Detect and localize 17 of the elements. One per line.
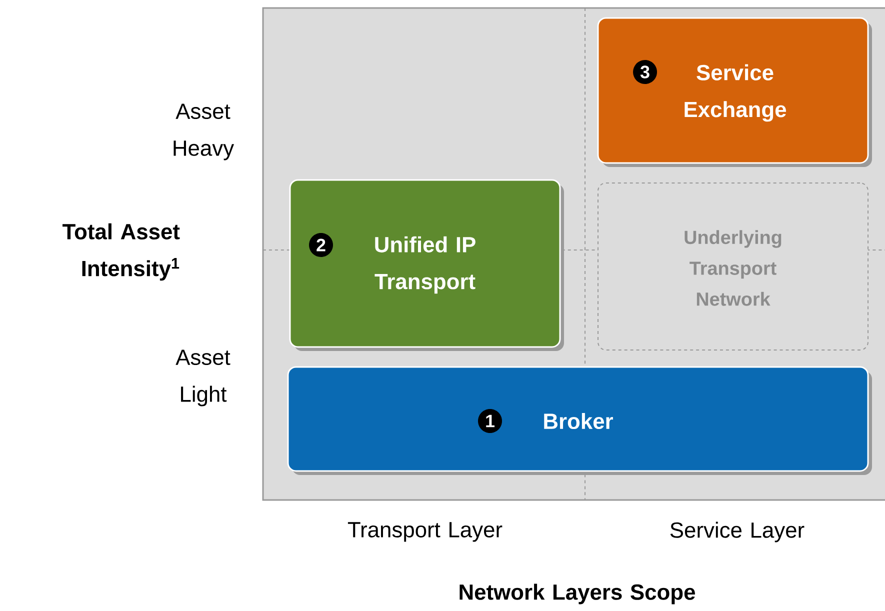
axis-label: Asset Light [176, 350, 230, 406]
axis-label: Asset Heavy [174, 104, 234, 160]
box-label: Underlying Transport Network [684, 230, 782, 306]
dashed-box [598, 182, 868, 350]
axis-label: Service Layer [670, 522, 804, 542]
number-badge: 1 [478, 409, 502, 433]
number-badge: 3 [633, 60, 657, 84]
quadrant-box [597, 17, 872, 167]
axis-title: Network Layers Scope [460, 584, 695, 604]
quadrant-box [287, 366, 872, 475]
axis-label: Transport Layer [348, 522, 502, 542]
box-label: Broker [544, 412, 613, 430]
axis-title: Total Asset Intensity$^{1}$ [62, 223, 180, 281]
quadrant-box [289, 179, 564, 351]
box-label: Service Exchange [684, 64, 786, 122]
number-badge: 2 [309, 233, 333, 257]
box-label: Unified IP Transport [374, 236, 476, 294]
